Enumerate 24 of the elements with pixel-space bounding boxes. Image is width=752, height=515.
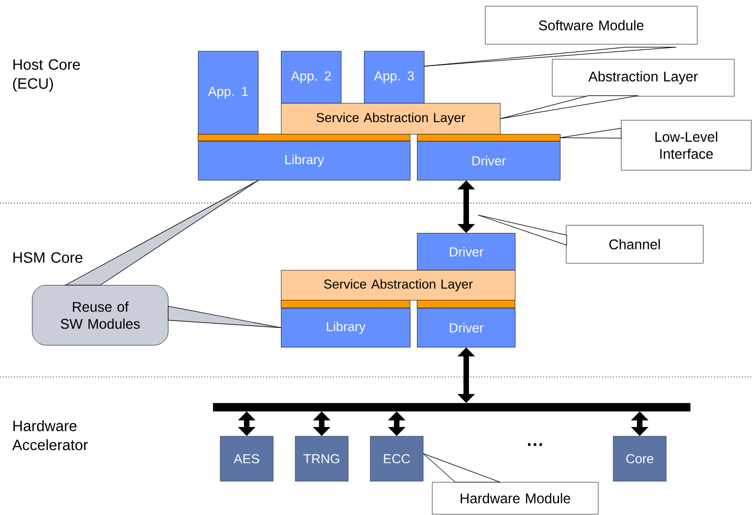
software-module-box: Library: [198, 141, 410, 180]
callout-box: Low-Level Interface: [621, 120, 752, 170]
hardware-module-box: ECC: [370, 436, 424, 482]
software-module-box: Driver: [417, 233, 516, 270]
software-module-box: Library: [281, 308, 410, 348]
ellipsis: …: [528, 443, 542, 446]
callout-box: Channel: [566, 225, 704, 264]
hardware-module-box: TRNG: [295, 436, 348, 482]
abstraction-layer-box: Service Abstraction Layer: [281, 270, 516, 300]
software-module-box: Driver: [417, 141, 560, 180]
abstraction-layer-box: Service Abstraction Layer: [281, 103, 500, 134]
application-box: App. 1: [198, 51, 258, 134]
interface-strip: [417, 134, 560, 142]
leader-line: [478, 214, 567, 246]
application-box: App. 2: [281, 51, 342, 104]
software-module-box: Driver: [417, 308, 516, 348]
hardware-module-box: Core: [613, 436, 666, 482]
callout-bubble: Reuse of SW Modules: [32, 285, 168, 346]
region-label: Host Core (ECU): [13, 59, 80, 92]
region-label: HSM Core: [13, 252, 82, 263]
application-box: App. 3: [364, 51, 424, 104]
hardware-module-box: AES: [220, 436, 274, 482]
callout-box: Software Module: [485, 6, 698, 44]
region-label: Hardware Accelerator: [12, 420, 88, 450]
